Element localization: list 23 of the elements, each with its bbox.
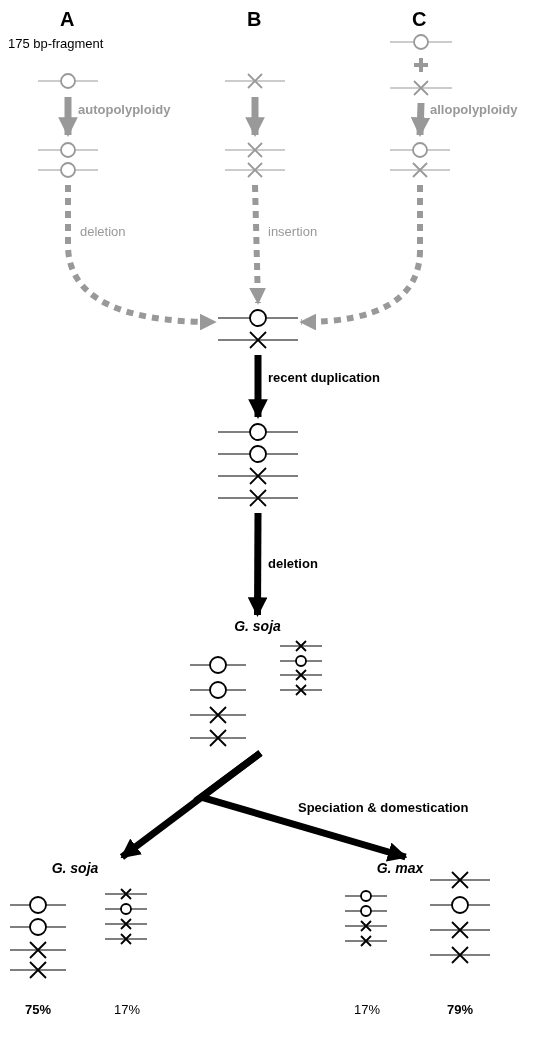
edge-label: deletion (80, 224, 126, 239)
percentage-label: 79% (446, 1002, 474, 1017)
fragment-label: 175 bp-fragment (8, 36, 104, 51)
column-letter: B (247, 8, 262, 31)
percentage-label: 75% (24, 1002, 52, 1017)
edge-label: insertion (268, 224, 318, 239)
species-name: G. max (375, 860, 425, 876)
column-letter: A (60, 8, 75, 31)
edge-label: recent duplication (268, 370, 380, 385)
edge-label: Speciation & domestication (298, 800, 469, 815)
species-name: G. soja (233, 618, 282, 634)
arrow (410, 102, 431, 137)
edge-label: autopolyploidy (78, 102, 171, 117)
column-letter: C (412, 8, 427, 31)
arrow (249, 184, 266, 305)
edge-label: deletion (268, 556, 318, 571)
arrow (65, 185, 217, 331)
arrow (193, 750, 408, 862)
percentage-label: 17% (114, 1002, 141, 1017)
edge-label: allopolyploidy (430, 102, 518, 117)
arrow (299, 185, 423, 331)
percentage-label: 17% (354, 1002, 381, 1017)
species-name: G. soja (50, 860, 100, 876)
